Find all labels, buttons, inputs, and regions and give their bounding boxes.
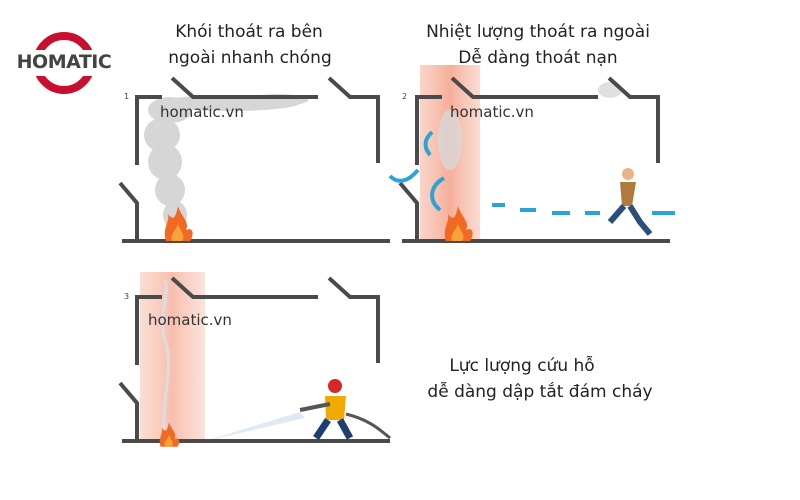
panel-1-number: 1 — [124, 92, 130, 101]
panel-2-caption-line-1: Nhiệt lượng thoát ra ngoài — [426, 22, 650, 42]
panel-2 — [388, 65, 675, 243]
panel-3-caption-line-1: Lực lượng cứu hỗ — [449, 356, 595, 376]
logo-ring-icon — [14, 32, 114, 94]
panel-2-number: 2 — [402, 92, 408, 101]
panel-3-number: 3 — [124, 292, 130, 301]
panel-3-firefighter-icon — [299, 379, 391, 440]
panel-3-caption-line-2: dễ dàng dập tắt đám cháy — [427, 382, 653, 402]
homatic-logo: HOMATIC — [14, 30, 114, 96]
panel-1-watermark: homatic.vn — [160, 103, 244, 121]
logo-text: HOMATIC — [16, 51, 112, 73]
panel-2-caption-line-2: Dễ dàng thoát nạn — [458, 48, 618, 68]
panel-1-caption-line-1: Khói thoát ra bên — [175, 22, 323, 42]
panel-3-heat-column — [140, 272, 205, 441]
panel-2-smoke — [438, 82, 622, 170]
panel-3-water-spray — [205, 412, 305, 441]
panel-2-watermark: homatic.vn — [450, 103, 534, 121]
panel-3 — [118, 272, 392, 447]
panel-2-running-person-icon — [607, 168, 653, 236]
panel-1-caption-line-2: ngoài nhanh chóng — [168, 48, 332, 68]
panel-2-airflow-arrows — [388, 130, 675, 215]
panel-3-watermark: homatic.vn — [148, 311, 232, 329]
